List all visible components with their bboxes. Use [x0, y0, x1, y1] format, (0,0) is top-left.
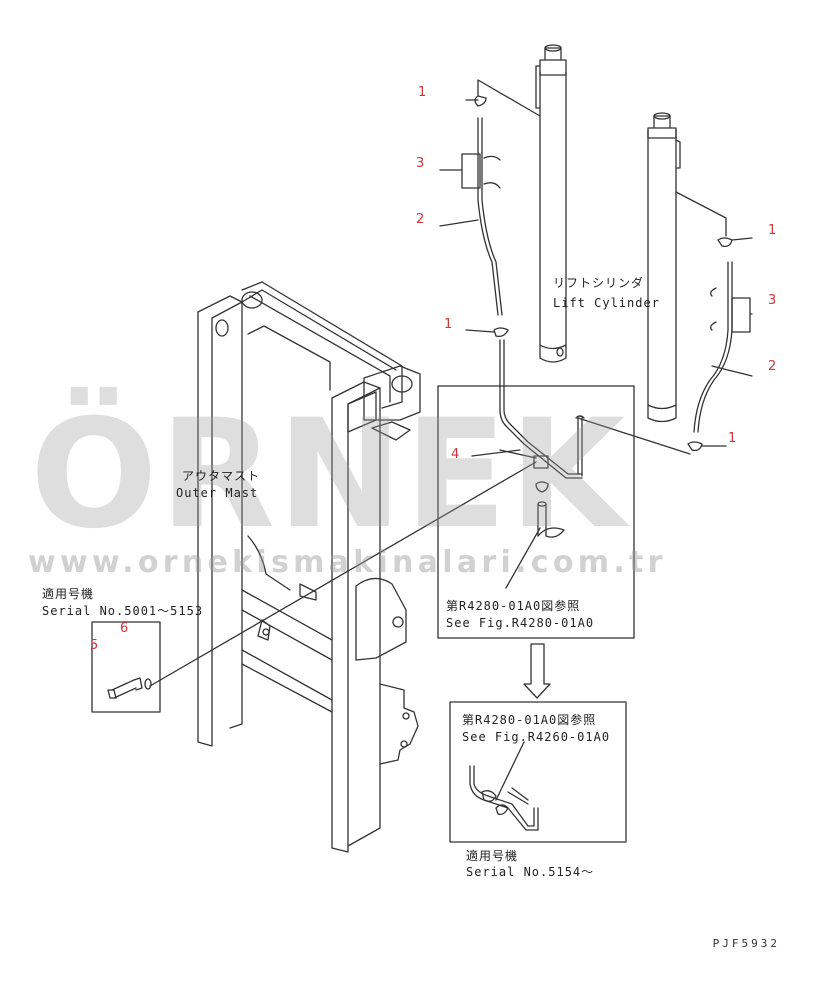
outer-mast-label-jp: アウタマスト [182, 469, 261, 483]
callout-1: 1 [444, 317, 453, 332]
pipe-right [687, 237, 751, 452]
serial-a-label-en: Serial No.5001〜5153 [42, 604, 204, 618]
callout-3: 3 [768, 293, 777, 308]
tube-assembly [499, 339, 691, 589]
lift-cylinder-label-en: Lift Cylinder [553, 296, 660, 310]
callout-2: 2 [416, 212, 425, 227]
watermark-brand: ÖRNEK [30, 388, 628, 562]
outer-mast-label-en: Outer Mast [176, 486, 259, 500]
lift-cylinder-label-jp: リフトシリンダ [553, 276, 645, 290]
see-fig-a-jp: 第R4280-01A0図参照 [446, 599, 581, 613]
callout-4: 4 [451, 447, 460, 462]
see-fig-b-en: See Fig.R4260-01A0 [462, 730, 611, 744]
callout-1: 1 [728, 431, 737, 446]
see-fig-b-jp: 第R4280-01A0図参照 [462, 713, 597, 727]
serial-a-label-jp: 適用号機 [42, 587, 95, 601]
callout-5: 5 [90, 638, 99, 653]
bolt-washer [107, 677, 152, 699]
tube-assembly-alt [469, 741, 539, 831]
callout-3: 3 [416, 156, 425, 171]
callout-6: 6 [120, 621, 129, 636]
lift-cylinder-right [647, 112, 681, 423]
pipe-left [461, 95, 509, 338]
callout-1: 1 [768, 223, 777, 238]
lift-cylinder-left [535, 44, 567, 363]
callout-1: 1 [418, 85, 427, 100]
watermark-url: www.ornekismakinalari.com.tr [28, 545, 667, 580]
serial-b-label-jp: 適用号機 [466, 849, 519, 863]
drawing-code: PJF5932 [712, 937, 780, 950]
outer-mast [197, 281, 421, 853]
see-fig-a-en: See Fig.R4280-01A0 [446, 616, 595, 630]
serial-b-label-en: Serial No.5154〜 [466, 865, 595, 879]
callout-2: 2 [768, 359, 777, 374]
